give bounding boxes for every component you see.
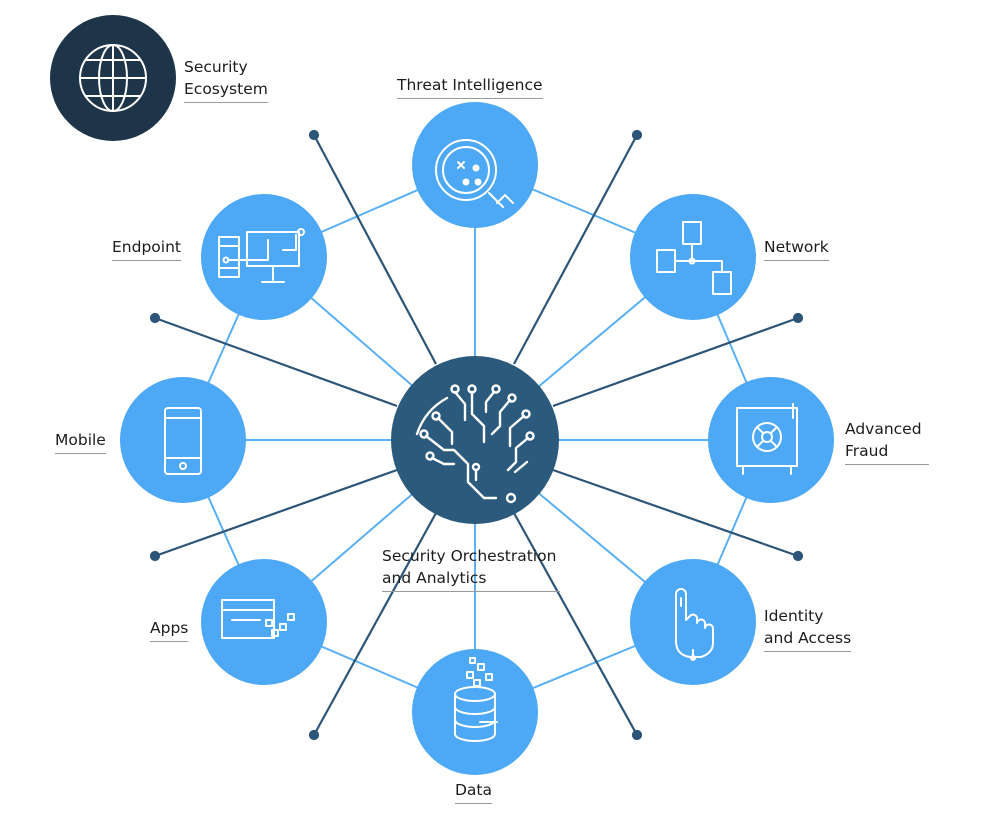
- node-apps: [201, 559, 327, 685]
- database-icon: [454, 657, 498, 742]
- magnifier-virus-icon: [435, 139, 514, 208]
- label-mobile: Mobile: [55, 429, 106, 454]
- badge-label: Security Ecosystem: [184, 56, 268, 103]
- node-endpoint: [201, 194, 327, 320]
- globe-icon: [79, 44, 147, 112]
- node-mobile: [120, 377, 246, 503]
- network-topology-icon: [656, 221, 732, 295]
- hub-circle: [391, 356, 559, 524]
- node-identity-access: [630, 559, 756, 685]
- label-identity-access: Identity and Access: [764, 605, 852, 652]
- spoke-end-dot: [792, 312, 804, 324]
- outer-spokes: [149, 129, 804, 741]
- hub-label: Security Orchestration and Analytics: [382, 545, 560, 592]
- hub-label-line2: and Analytics: [382, 569, 487, 587]
- badge-label-line1: Security: [184, 58, 248, 76]
- spoke-end-dot: [308, 129, 320, 141]
- spoke-end-dot: [631, 129, 643, 141]
- badge-label-line2: Ecosystem: [184, 80, 268, 98]
- spoke-end-dot: [308, 729, 320, 741]
- vault-safe-icon: [736, 403, 798, 475]
- label-threat-intelligence: Threat Intelligence: [397, 74, 543, 99]
- spoke-end-dot: [792, 550, 804, 562]
- fingerprint-hand-icon: [675, 588, 714, 661]
- circuit-brain-icon: [415, 384, 535, 504]
- app-window-icon: [221, 599, 295, 639]
- label-endpoint: Endpoint: [112, 236, 181, 261]
- spoke-end-dot: [631, 729, 643, 741]
- spoke-end-dot: [149, 312, 161, 324]
- label-advanced-fraud: Advanced Fraud: [845, 418, 929, 465]
- label-data: Data: [455, 779, 493, 804]
- smartphone-icon: [164, 407, 202, 475]
- node-data: [412, 649, 538, 775]
- hub-label-line1: Security Orchestration: [382, 547, 557, 565]
- label-apps: Apps: [150, 617, 189, 642]
- spoke-end-dot: [149, 550, 161, 562]
- computer-monitor-icon: [218, 228, 305, 283]
- label-network: Network: [764, 236, 829, 261]
